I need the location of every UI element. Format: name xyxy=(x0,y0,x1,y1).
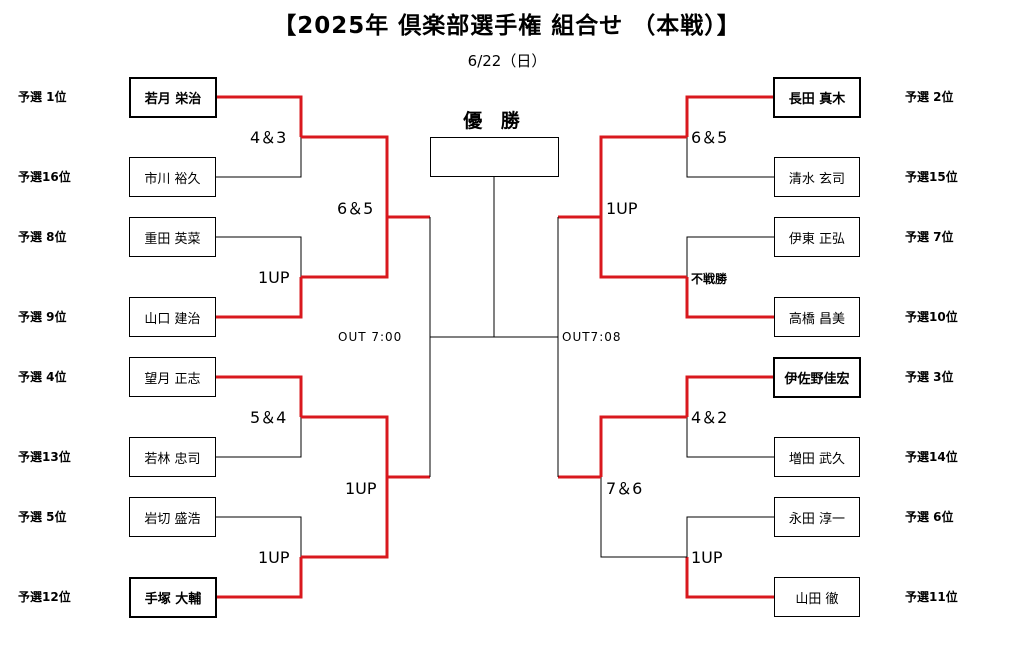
line-l-sf2-win xyxy=(301,217,389,279)
seed-label: 予選 5位 xyxy=(18,510,67,524)
match-score: 1UP xyxy=(606,199,638,218)
line-r5-win xyxy=(685,375,774,417)
match-score: 5＆4 xyxy=(250,408,287,427)
line-l1-win xyxy=(216,95,303,137)
line-r-sf2-win xyxy=(599,217,687,279)
player-box: 長田 真木 xyxy=(773,77,861,118)
player-box: 若林 忠司 xyxy=(129,437,216,477)
player-box: 手塚 大輔 xyxy=(129,577,217,618)
player-box: 伊東 正弘 xyxy=(774,217,860,257)
player-box: 望月 正志 xyxy=(129,357,216,397)
line-r4-win xyxy=(685,277,774,319)
match-score: 1UP xyxy=(345,479,377,498)
player-box: 若月 栄治 xyxy=(129,77,217,118)
seed-label: 予選 3位 xyxy=(905,370,954,384)
seed-label: 予選 2位 xyxy=(905,90,954,104)
match-score: 6＆5 xyxy=(691,128,728,147)
champion-label: 優 勝 xyxy=(463,110,526,132)
line-r2 xyxy=(686,137,774,178)
player-box: 岩切 盛浩 xyxy=(129,497,216,537)
line-r6 xyxy=(686,417,774,458)
event-date: 6/22（日） xyxy=(467,52,547,70)
tee-time: OUT 7:00 xyxy=(338,330,403,344)
line-r-sf1-win xyxy=(599,135,687,217)
line-l-sf1-win xyxy=(301,135,389,217)
line-r-sf3-win xyxy=(599,415,687,477)
line-r3 xyxy=(686,236,774,277)
line-l3 xyxy=(216,236,302,277)
line-l6 xyxy=(216,417,302,458)
player-box: 山田 徹 xyxy=(774,577,860,617)
match-score: 不戦勝 xyxy=(691,272,728,286)
line-r8-win xyxy=(685,557,774,599)
match-score: 1UP xyxy=(258,548,290,567)
line-l7 xyxy=(216,516,302,557)
line-r7 xyxy=(686,516,774,557)
champion-box xyxy=(430,137,559,177)
player-box: 重田 英菜 xyxy=(129,217,216,257)
match-score: 4＆3 xyxy=(250,128,287,147)
line-r-sf4 xyxy=(600,477,687,558)
match-score: 7＆6 xyxy=(606,479,643,498)
line-l-sf4-win xyxy=(301,477,389,559)
player-box: 伊佐野佳宏 xyxy=(773,357,861,398)
seed-label: 予選10位 xyxy=(905,310,958,324)
player-box: 清水 玄司 xyxy=(774,157,860,197)
seed-label: 予選16位 xyxy=(18,170,71,184)
line-l-final xyxy=(429,217,494,477)
tee-time: OUT7:08 xyxy=(562,330,622,344)
match-score: 4＆2 xyxy=(691,408,728,427)
seed-label: 予選 1位 xyxy=(18,90,67,104)
player-box: 山口 建治 xyxy=(129,297,216,337)
line-r1-win xyxy=(685,95,774,137)
seed-label: 予選 7位 xyxy=(905,230,954,244)
player-box: 高橋 昌美 xyxy=(774,297,860,337)
seed-label: 予選11位 xyxy=(905,590,958,604)
player-box: 増田 武久 xyxy=(774,437,860,477)
match-score: 1UP xyxy=(258,268,290,287)
seed-label: 予選15位 xyxy=(905,170,958,184)
line-l5-win xyxy=(216,375,303,417)
seed-label: 予選13位 xyxy=(18,450,71,464)
line-l-sf3-win xyxy=(301,415,389,477)
player-box: 市川 裕久 xyxy=(129,157,216,197)
seed-label: 予選 4位 xyxy=(18,370,67,384)
page-title: 【2025年 倶楽部選手権 組合せ （本戦）】 xyxy=(273,13,741,39)
line-l4-win xyxy=(216,277,303,319)
seed-label: 予選14位 xyxy=(905,450,958,464)
line-r-final xyxy=(494,217,559,477)
line-l2 xyxy=(216,137,302,178)
line-l8-win xyxy=(216,557,303,599)
seed-label: 予選 8位 xyxy=(18,230,67,244)
seed-label: 予選 6位 xyxy=(905,510,954,524)
seed-label: 予選 9位 xyxy=(18,310,67,324)
match-score: 6＆5 xyxy=(337,199,374,218)
seed-label: 予選12位 xyxy=(18,590,71,604)
match-score: 1UP xyxy=(691,548,723,567)
player-box: 永田 淳一 xyxy=(774,497,860,537)
